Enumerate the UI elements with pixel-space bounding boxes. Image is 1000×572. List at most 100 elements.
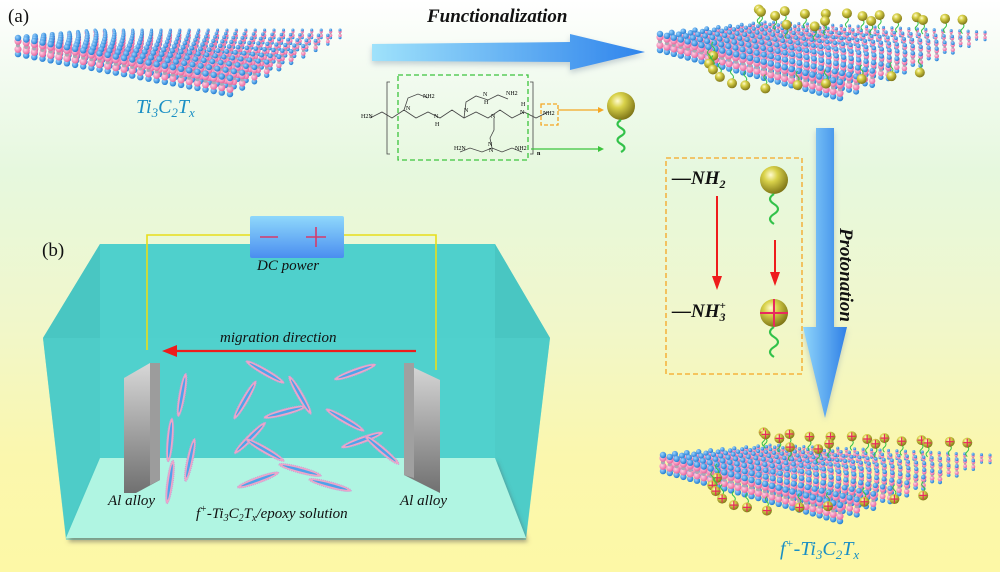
atom xyxy=(829,76,837,84)
atom xyxy=(292,53,297,59)
atom xyxy=(668,29,675,36)
atom xyxy=(838,70,845,77)
atom xyxy=(900,31,905,35)
atom xyxy=(271,59,276,64)
atom xyxy=(882,469,887,475)
green-spring-icon xyxy=(768,326,780,358)
atom xyxy=(839,458,843,463)
atom xyxy=(804,484,811,491)
atom xyxy=(247,40,252,45)
atom xyxy=(869,77,876,85)
atom xyxy=(770,468,776,475)
atom xyxy=(739,22,744,27)
atom xyxy=(732,67,740,74)
atom xyxy=(789,58,796,65)
atom xyxy=(905,472,911,478)
atom xyxy=(205,31,209,35)
atom xyxy=(853,32,858,37)
bracket-left xyxy=(386,81,390,155)
atom xyxy=(265,41,270,46)
atom xyxy=(734,466,741,473)
atom xyxy=(200,57,207,64)
atom xyxy=(153,77,160,84)
atom xyxy=(874,462,879,467)
atom xyxy=(153,60,160,68)
atom xyxy=(762,461,768,468)
ligand-chain xyxy=(844,16,849,28)
atom xyxy=(971,452,975,456)
atom xyxy=(161,47,167,53)
atom xyxy=(802,444,806,449)
atom xyxy=(828,462,833,467)
atom xyxy=(677,52,685,59)
pei-molecule xyxy=(369,81,549,155)
atom xyxy=(806,470,812,476)
atom xyxy=(197,46,203,52)
atom xyxy=(263,68,270,75)
atom xyxy=(880,452,885,457)
atom xyxy=(732,44,739,51)
atom xyxy=(167,33,172,38)
ligand-chain xyxy=(895,21,900,33)
atom xyxy=(732,456,739,462)
atom xyxy=(910,58,916,64)
atom xyxy=(775,54,782,61)
atom xyxy=(768,482,776,490)
atom xyxy=(933,33,938,38)
gold-sphere xyxy=(820,16,831,27)
atom xyxy=(836,463,841,468)
atom xyxy=(307,33,311,37)
atom xyxy=(856,29,860,34)
atom xyxy=(845,71,853,78)
caption-part: Ti xyxy=(800,538,816,560)
atom xyxy=(239,69,246,76)
atom xyxy=(910,37,915,42)
atom xyxy=(687,30,694,36)
atom xyxy=(251,32,256,36)
ligand-chain xyxy=(795,70,800,82)
panel-a-label: (a) xyxy=(8,6,30,27)
atom xyxy=(195,51,201,57)
sphere-to-charged-arrow xyxy=(770,240,780,286)
atom xyxy=(732,446,737,451)
atom xyxy=(761,480,769,488)
atom xyxy=(801,80,809,88)
protonation-label: Protonation xyxy=(835,228,856,322)
atom xyxy=(217,43,223,49)
atom xyxy=(223,31,228,36)
atom xyxy=(112,64,120,72)
atom xyxy=(771,20,776,24)
atom xyxy=(865,456,870,461)
atom xyxy=(988,461,992,465)
atom xyxy=(811,49,817,55)
atom xyxy=(313,45,318,50)
atom xyxy=(894,42,899,47)
atom xyxy=(319,36,323,40)
atom xyxy=(288,49,294,54)
atom xyxy=(172,58,179,65)
atom xyxy=(918,38,923,43)
atom xyxy=(774,78,781,85)
ligand-chain xyxy=(869,24,874,36)
atom xyxy=(824,66,831,73)
atom xyxy=(901,57,907,63)
atom xyxy=(855,37,860,42)
atom xyxy=(763,449,769,454)
atom xyxy=(856,487,862,494)
atom xyxy=(241,50,247,56)
atom xyxy=(879,46,884,52)
atom xyxy=(872,482,878,489)
atom xyxy=(884,30,888,34)
ligand-chain xyxy=(730,68,734,80)
atom xyxy=(719,28,725,34)
atom xyxy=(725,60,733,68)
atom xyxy=(949,28,953,33)
atom xyxy=(769,475,776,482)
atom xyxy=(815,89,823,96)
atom xyxy=(853,496,860,503)
atom xyxy=(833,60,839,67)
atom xyxy=(727,470,735,478)
caption-part: T xyxy=(842,538,854,560)
atom xyxy=(767,76,775,83)
atom xyxy=(193,79,201,87)
